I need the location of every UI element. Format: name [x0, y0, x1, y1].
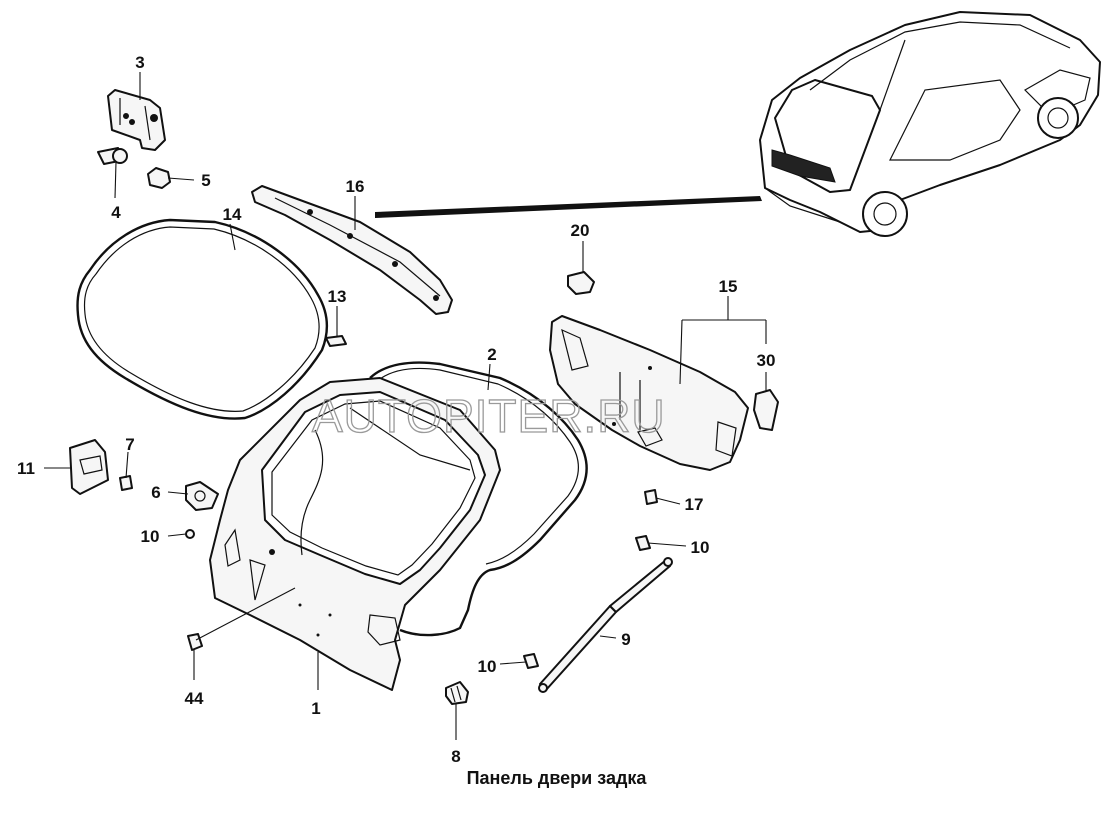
diagram-caption: Панель двери задка [466, 768, 647, 788]
callout-5: 5 [201, 171, 210, 190]
glass-seal-part-14 [76, 218, 329, 420]
callout-2: 2 [487, 345, 496, 364]
screw-part-17 [644, 489, 658, 505]
callout-20: 20 [571, 221, 590, 240]
bolt-part-10-left [185, 529, 195, 539]
striker-part-6 [185, 481, 219, 511]
clip-part-20 [567, 271, 595, 295]
cover-part-30 [753, 389, 779, 431]
leader-lines [44, 72, 767, 740]
callout-9: 9 [621, 630, 630, 649]
screw-part-7 [119, 475, 133, 491]
callout-8: 8 [451, 747, 460, 766]
callout-6: 6 [151, 483, 160, 502]
callout-11: 11 [17, 459, 35, 478]
watermark: AUTOPITER.RU [312, 390, 666, 442]
spoiler-part-16 [251, 185, 453, 315]
callout-10-lower: 10 [478, 657, 497, 676]
callout-44: 44 [185, 689, 204, 708]
callout-30: 30 [757, 351, 776, 370]
bolt-part-10-upper [635, 535, 651, 551]
nut-part-5 [147, 167, 171, 189]
clip-part-13 [325, 335, 347, 347]
gas-strut-part-9 [538, 557, 673, 693]
bumper-stop-part-8 [445, 681, 469, 705]
callout-3: 3 [135, 53, 144, 72]
callout-1: 1 [311, 699, 320, 718]
callout-10-left: 10 [141, 527, 160, 546]
bracket-part-11 [69, 439, 109, 495]
callout-14: 14 [223, 205, 242, 224]
pointer-wedge [375, 196, 762, 218]
trim-panel-part-15 [549, 315, 749, 471]
callout-4: 4 [111, 203, 121, 222]
bolt-part-10-lower [523, 653, 539, 669]
callout-17: 17 [685, 495, 704, 514]
callout-7: 7 [125, 435, 134, 454]
callout-16: 16 [346, 177, 365, 196]
bolt-part-4 [97, 147, 128, 165]
grommet-part-44 [187, 633, 203, 651]
weatherstrip-part-2 [369, 361, 588, 637]
callout-13: 13 [328, 287, 347, 306]
car-illustration [759, 11, 1101, 237]
callout-labels: 3 5 4 16 14 13 2 20 15 30 17 10 9 10 8 1… [17, 53, 775, 766]
hinge-part-3 [107, 89, 166, 151]
callout-10-upper: 10 [691, 538, 710, 557]
tailgate-panel-part-1 [209, 377, 501, 691]
callout-15: 15 [719, 277, 738, 296]
